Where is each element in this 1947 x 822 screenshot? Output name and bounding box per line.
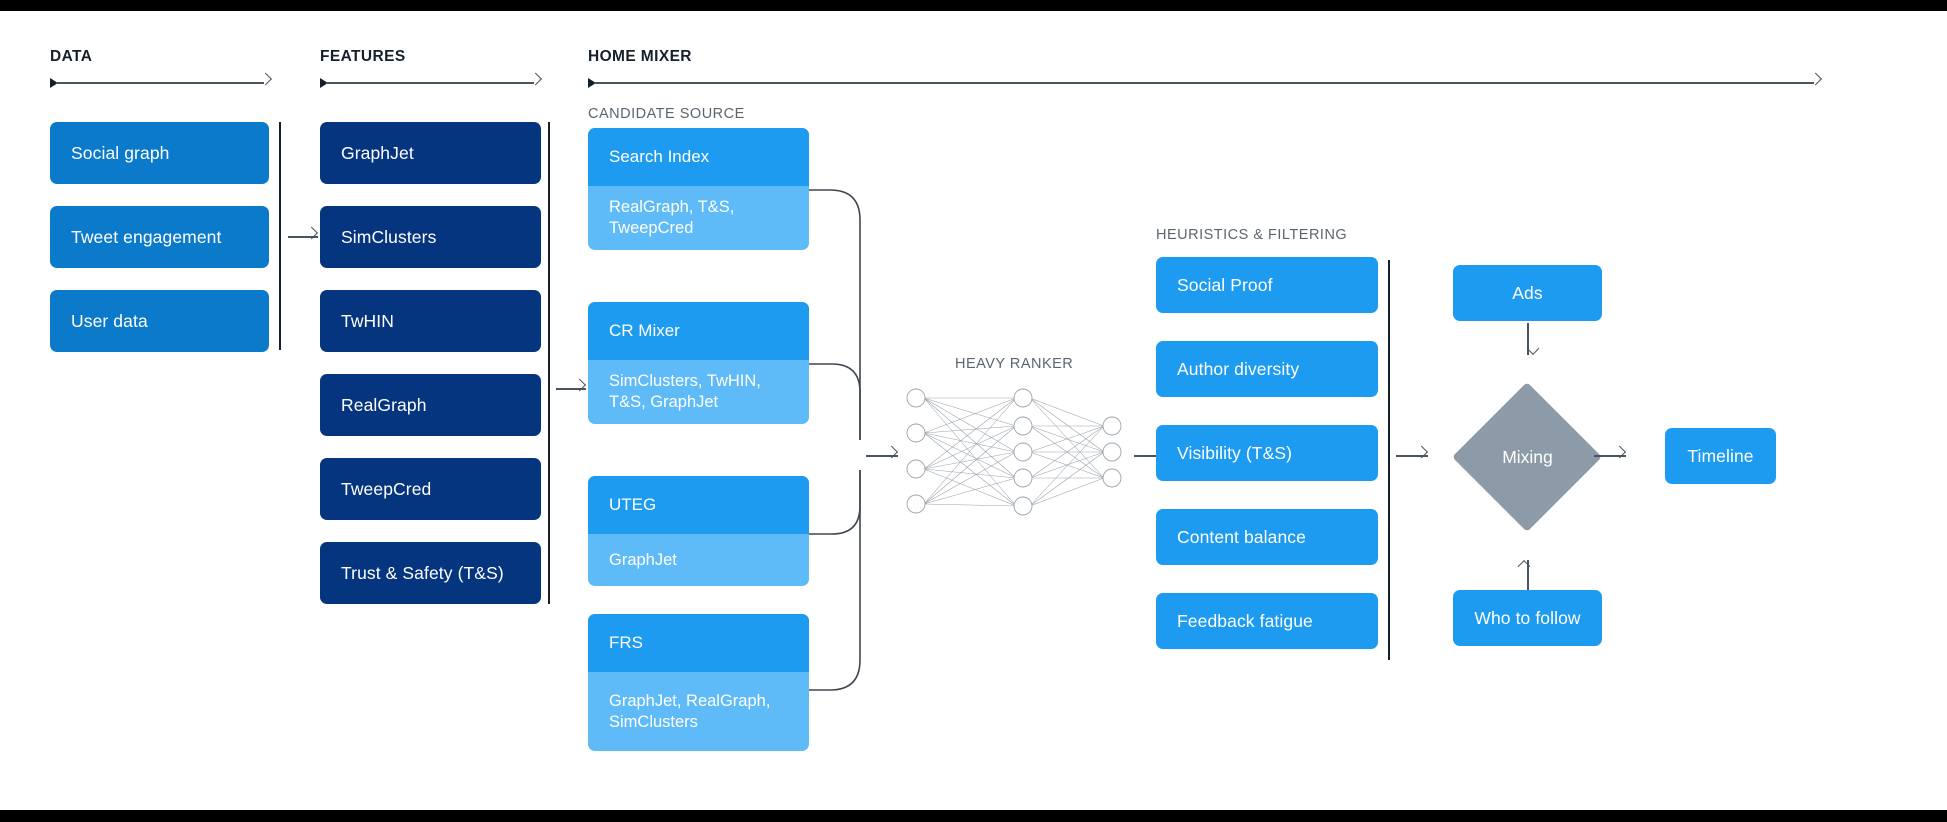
axis-line bbox=[326, 82, 534, 84]
letterbox-bottom bbox=[0, 810, 1947, 822]
axis-tail bbox=[320, 78, 328, 88]
feature-item-trust-safety[interactable]: Trust & Safety (T&S) bbox=[320, 542, 541, 604]
candidate-source-title: CR Mixer bbox=[588, 302, 809, 360]
candidate-source-uteg[interactable]: UTEG GraphJet bbox=[588, 476, 809, 586]
arrow-head bbox=[890, 452, 898, 460]
feature-item-tweepcred[interactable]: TweepCred bbox=[320, 458, 541, 520]
arrow-features-to-candidates bbox=[556, 383, 586, 394]
box-label: Author diversity bbox=[1177, 358, 1300, 379]
box-label: Social graph bbox=[71, 142, 170, 163]
sublabel-heavy-ranker: HEAVY RANKER bbox=[955, 356, 1074, 372]
heuristic-item-social-proof[interactable]: Social Proof bbox=[1156, 257, 1378, 313]
box-label: Visibility (T&S) bbox=[1177, 442, 1293, 463]
box-label: GraphJet bbox=[341, 142, 414, 163]
arrow-line bbox=[866, 455, 898, 457]
box-label: Who to follow bbox=[1474, 607, 1581, 628]
box-label: Timeline bbox=[1687, 445, 1754, 466]
box-label: Feedback fatigue bbox=[1177, 610, 1313, 631]
arrow-line bbox=[1527, 560, 1529, 592]
heuristic-item-author-diversity[interactable]: Author diversity bbox=[1156, 341, 1378, 397]
stage-axis-home-mixer bbox=[588, 78, 1822, 88]
box-label: Social Proof bbox=[1177, 274, 1273, 295]
box-label: Tweet engagement bbox=[71, 226, 222, 247]
arrow-data-to-features bbox=[288, 231, 318, 242]
arrow-line bbox=[1396, 455, 1428, 457]
data-item-social-graph[interactable]: Social graph bbox=[50, 122, 269, 184]
box-label: SimClusters bbox=[341, 226, 437, 247]
arrow-heuristics-to-mixing bbox=[1396, 450, 1428, 461]
arrow-head bbox=[1524, 347, 1532, 355]
arrow-head bbox=[1420, 452, 1428, 460]
heavy-ranker-network bbox=[906, 388, 1122, 516]
letterbox-top bbox=[0, 0, 1947, 11]
stage-axis-features bbox=[320, 78, 542, 88]
candidate-source-title: Search Index bbox=[588, 128, 809, 186]
arrow-ads-to-mixing bbox=[1522, 323, 1533, 355]
separator-heuristics-output bbox=[1388, 260, 1390, 660]
merge-curve-uteg bbox=[809, 470, 861, 535]
axis-line bbox=[594, 82, 1814, 84]
arrow-who-to-follow-to-mixing bbox=[1522, 560, 1533, 592]
stage-label-data: DATA bbox=[50, 48, 93, 65]
box-label: RealGraph bbox=[341, 394, 427, 415]
mixing-label: Mixing bbox=[1502, 446, 1553, 467]
merge-curve-cr-mixer bbox=[809, 363, 861, 440]
box-label: User data bbox=[71, 310, 148, 331]
output-item-timeline[interactable]: Timeline bbox=[1665, 428, 1776, 484]
box-label: Content balance bbox=[1177, 526, 1306, 547]
arrow-line bbox=[1594, 455, 1626, 457]
candidate-source-detail: GraphJet bbox=[609, 550, 677, 569]
axis-tail bbox=[50, 78, 58, 88]
candidate-source-detail: SimClusters, TwHIN, T&S, GraphJet bbox=[609, 372, 761, 411]
arrow-line bbox=[288, 236, 318, 238]
output-item-ads[interactable]: Ads bbox=[1453, 265, 1602, 321]
box-label: Ads bbox=[1512, 282, 1543, 303]
feature-item-twhin[interactable]: TwHIN bbox=[320, 290, 541, 352]
axis-line bbox=[56, 82, 264, 84]
arrow-ranker-to-heuristics bbox=[1134, 450, 1166, 461]
data-item-user-data[interactable]: User data bbox=[50, 290, 269, 352]
heuristic-item-visibility[interactable]: Visibility (T&S) bbox=[1156, 425, 1378, 481]
sublabel-heuristics: HEURISTICS & FILTERING bbox=[1156, 227, 1348, 243]
candidate-source-frs[interactable]: FRS GraphJet, RealGraph, SimClusters bbox=[588, 614, 809, 751]
sublabel-candidate-source: CANDIDATE SOURCE bbox=[588, 106, 745, 122]
candidate-source-title: UTEG bbox=[588, 476, 809, 534]
axis-tail bbox=[588, 78, 596, 88]
stage-label-features: FEATURES bbox=[320, 48, 406, 65]
separator-features-home-mixer bbox=[548, 122, 550, 604]
arrow-head bbox=[1618, 452, 1626, 460]
output-item-who-to-follow[interactable]: Who to follow bbox=[1453, 590, 1602, 646]
stage-axis-data bbox=[50, 78, 272, 88]
separator-data-features bbox=[279, 122, 281, 350]
box-label: TweepCred bbox=[341, 478, 432, 499]
arrow-line bbox=[1527, 323, 1529, 355]
arrow-line bbox=[556, 388, 586, 390]
box-label: TwHIN bbox=[341, 310, 394, 331]
feature-item-realgraph[interactable]: RealGraph bbox=[320, 374, 541, 436]
stage-label-home-mixer: HOME MIXER bbox=[588, 48, 692, 65]
heuristic-item-feedback-fatigue[interactable]: Feedback fatigue bbox=[1156, 593, 1378, 649]
candidate-source-cr-mixer[interactable]: CR Mixer SimClusters, TwHIN, T&S, GraphJ… bbox=[588, 302, 809, 424]
feature-item-graphjet[interactable]: GraphJet bbox=[320, 122, 541, 184]
feature-item-simclusters[interactable]: SimClusters bbox=[320, 206, 541, 268]
candidate-source-title: FRS bbox=[588, 614, 809, 672]
arrow-candidates-to-ranker bbox=[866, 450, 898, 461]
merge-curve-search-index bbox=[809, 189, 861, 440]
box-label: Trust & Safety (T&S) bbox=[341, 562, 504, 583]
arrow-head bbox=[1524, 560, 1532, 568]
heuristic-item-content-balance[interactable]: Content balance bbox=[1156, 509, 1378, 565]
candidate-source-detail: RealGraph, T&S, TweepCred bbox=[609, 198, 735, 237]
arrow-mixing-to-timeline bbox=[1594, 450, 1626, 461]
data-item-tweet-engagement[interactable]: Tweet engagement bbox=[50, 206, 269, 268]
arrow-line bbox=[1134, 455, 1166, 457]
candidate-source-detail: GraphJet, RealGraph, SimClusters bbox=[609, 691, 771, 731]
merge-curve-frs bbox=[809, 470, 861, 691]
candidate-source-search-index[interactable]: Search Index RealGraph, T&S, TweepCred bbox=[588, 128, 809, 250]
